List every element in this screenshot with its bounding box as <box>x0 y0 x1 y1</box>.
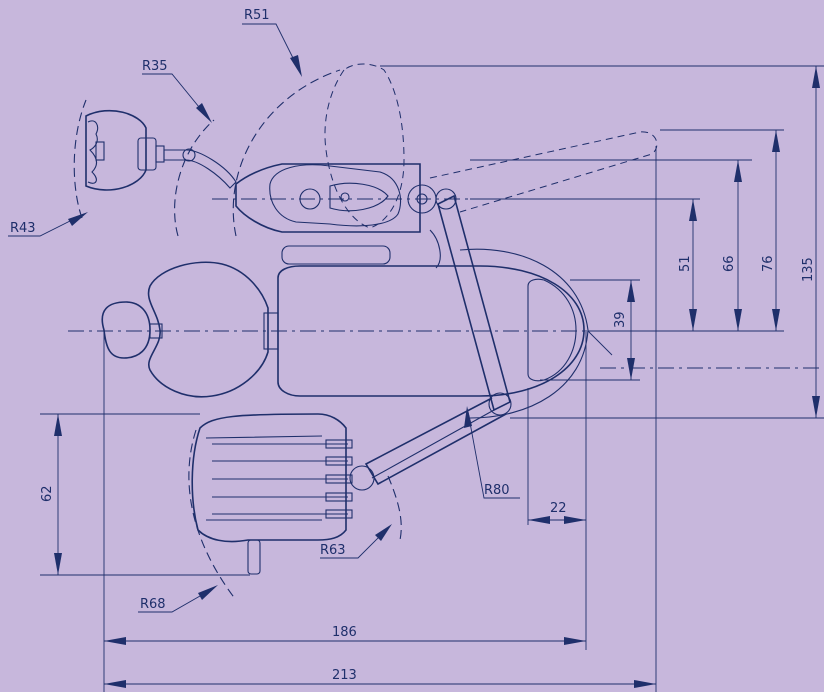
extension-lines[interactable] <box>40 65 824 692</box>
radius-r51-label: R51 <box>244 8 270 23</box>
dim-51-label: 51 <box>678 255 693 272</box>
radius-r43-label: R43 <box>10 221 36 236</box>
instrument-arm <box>349 184 512 491</box>
radius-r80-label: R80 <box>484 483 510 498</box>
radius-r63-label: R63 <box>320 543 346 558</box>
radius-labels: R51 R35 R43 R80 R63 R68 <box>10 8 510 612</box>
dimension-labels: 186 213 62 22 39 51 66 76 135 <box>40 255 816 683</box>
dim-66-label: 66 <box>722 255 737 272</box>
backrest <box>147 261 279 398</box>
radius-arcs <box>73 69 402 601</box>
dim-213-label: 213 <box>332 668 357 683</box>
instrument-tray <box>191 413 353 575</box>
radius-r35-label: R35 <box>142 59 168 74</box>
dim-135-label: 135 <box>801 257 816 282</box>
headrest <box>101 301 163 359</box>
dim-39-label: 39 <box>613 311 628 328</box>
light-dashed-outline <box>324 63 658 229</box>
dim-186-label: 186 <box>332 625 357 640</box>
dimension-lines <box>54 66 820 688</box>
radius-leaders <box>8 23 613 613</box>
radius-r68-label: R68 <box>140 597 166 612</box>
operating-light <box>85 109 237 191</box>
dim-22-label: 22 <box>550 501 567 516</box>
cuspidor-block <box>235 163 421 265</box>
center-lines <box>68 198 824 369</box>
dim-76-label: 76 <box>761 255 776 272</box>
dim-62-label: 62 <box>40 485 55 502</box>
seat <box>277 248 589 419</box>
